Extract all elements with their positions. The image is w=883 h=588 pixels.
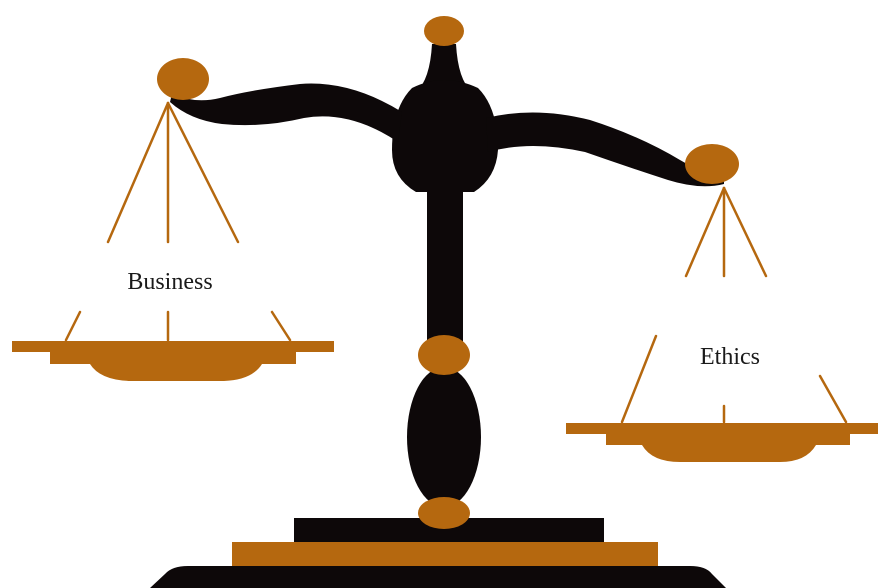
right-pan-label: Ethics bbox=[700, 344, 760, 370]
beam-right-arm bbox=[486, 112, 724, 187]
pillar-lower-bulb bbox=[407, 367, 481, 507]
beam-left-arm bbox=[170, 83, 402, 142]
beam-hub bbox=[392, 80, 498, 192]
scale-pillar bbox=[407, 150, 481, 529]
scale-base bbox=[150, 518, 726, 588]
left-pan-bowl bbox=[12, 341, 334, 381]
pillar-foot-knob bbox=[418, 497, 470, 529]
right-pan-assembly: Ethics bbox=[566, 186, 878, 462]
beam-left-end-knob bbox=[157, 58, 209, 100]
pillar-mid-knob bbox=[418, 335, 470, 375]
base-bottom-step bbox=[150, 566, 726, 588]
base-middle-step bbox=[232, 542, 658, 566]
left-pan-label: Business bbox=[127, 269, 212, 295]
left-pan-strings bbox=[64, 101, 292, 342]
beam-top-knob bbox=[424, 16, 464, 46]
left-pan-assembly: Business bbox=[12, 101, 334, 381]
scale-beam bbox=[157, 16, 739, 192]
right-pan-strings bbox=[620, 186, 848, 424]
right-pan-bowl bbox=[566, 423, 878, 462]
beam-post-neck bbox=[416, 44, 472, 92]
beam-right-end-knob bbox=[685, 144, 739, 184]
